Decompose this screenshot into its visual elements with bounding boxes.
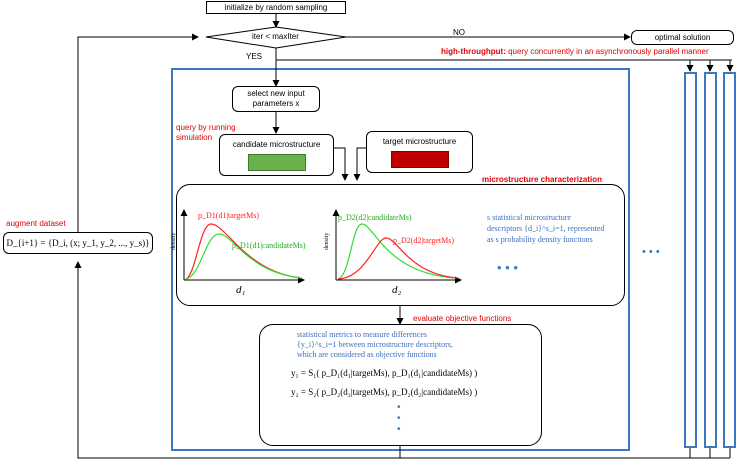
workers-ellipsis: • • •: [642, 246, 660, 258]
characterization-note: microstructure characterization: [482, 175, 603, 184]
right-target-curve: [337, 237, 459, 280]
right-target-label: p_D2(d2|targetMs): [393, 236, 454, 245]
dataset-formula-box: D_{i+1} = {D_i, (x; y_1, y_2, ..., y_s)}: [3, 232, 153, 254]
objective-equation-2: y₂ = S₂( p_D₂(d₂|targetMs), p_D₂(d₂|cand…: [291, 387, 478, 397]
high-throughput-bold: high-throughput:: [441, 47, 506, 56]
query-line2: simulation: [176, 133, 213, 142]
target-swatch: [390, 151, 449, 168]
left-target-curve: [185, 223, 302, 280]
select-line1: select new input: [247, 89, 305, 98]
objectives-text: statistical metrics to measure differenc…: [297, 330, 453, 360]
right-candidate-curve: [337, 223, 457, 280]
descriptors-ellipsis: • • •: [497, 260, 518, 275]
objectives-line3: which are considered as objective functi…: [297, 350, 437, 359]
select-input-box: select new input parameters x: [232, 86, 320, 112]
no-label: NO: [453, 28, 465, 37]
left-axis-x-label: d₁: [236, 284, 246, 296]
target-box: target microstructure: [366, 131, 473, 173]
left-axis-y-label: density: [171, 232, 177, 250]
parallel-worker-bar-3: [723, 72, 736, 448]
optimal-solution-box: optimal solution: [631, 30, 734, 45]
descriptors-text: s statistical microstructure descriptors…: [487, 212, 604, 245]
init-box: initialize by random sampling: [206, 1, 346, 14]
objectives-line1: statistical metrics to measure differenc…: [297, 330, 428, 339]
objectives-ellipsis-3: •: [397, 424, 401, 435]
right-axis-x-label: d₂: [392, 284, 402, 296]
left-candidate-label: p_D1(d1|candidateMs): [232, 241, 306, 250]
descriptors-line1: s statistical microstructure: [487, 213, 571, 222]
high-throughput-rest: query concurrently in an asynchronously …: [505, 47, 709, 56]
yes-label: YES: [246, 52, 263, 61]
objectives-line2: {y_i}^s_i=1 between microstructure descr…: [297, 340, 453, 349]
target-label: target microstructure: [382, 137, 457, 146]
optimal-label: optimal solution: [654, 33, 711, 42]
condition-label: iter < maxIter: [252, 32, 299, 41]
candidate-box: candidate microstructure: [219, 134, 334, 176]
objectives-box: [259, 324, 542, 446]
dataset-formula: D_{i+1} = {D_i, (x; y_1, y_2, ..., y_s)}: [6, 238, 150, 248]
init-label: initialize by random sampling: [224, 3, 328, 12]
left-candidate-curve: [185, 233, 302, 280]
parallel-worker-bar-2: [704, 72, 717, 448]
query-simulation-note: query by running simulation: [176, 123, 236, 143]
objective-equation-1: y₁ = S₁( p_D₁(d₁|targetMs), p_D₁(d₁|cand…: [291, 368, 478, 378]
right-candidate-label: p_D2(d2|candidateMs): [338, 213, 412, 222]
objectives-ellipsis-2: •: [397, 413, 401, 424]
descriptors-line2: descriptors {d_i}^s_i=1, represented: [487, 224, 605, 233]
parallel-worker-bar-1: [684, 72, 697, 448]
density-plots: [180, 209, 462, 284]
query-line1: query by running: [176, 123, 236, 132]
descriptors-line3: as s probability density functions: [487, 235, 593, 244]
evaluate-note: evaluate objective functions: [413, 314, 512, 323]
candidate-label: candidate microstructure: [232, 140, 321, 149]
high-throughput-note: high-throughput: query concurrently in a…: [441, 47, 709, 56]
objectives-ellipsis-1: •: [397, 402, 401, 413]
right-axis-y-label: density: [324, 232, 330, 250]
left-target-label: p_D1(d1|targetMs): [198, 211, 259, 220]
select-line2: parameters x: [252, 99, 300, 108]
characterization-box: [176, 184, 625, 306]
candidate-swatch: [247, 154, 306, 171]
augment-note: augment dataset: [6, 219, 66, 228]
